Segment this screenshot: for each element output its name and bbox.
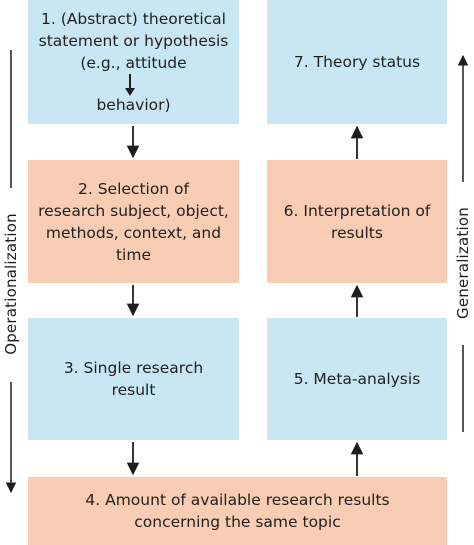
box-3-line-1: 3. Single research	[63, 359, 204, 377]
box-3-single-result: 3. Single research result	[28, 318, 239, 440]
operationalization-label: Operationalization	[2, 213, 20, 355]
box-6-line-2: results	[331, 223, 383, 242]
box-3-line-2: result	[111, 381, 156, 399]
box-1-line-4: behavior)	[96, 96, 171, 114]
box-1-line-2: statement or hypothesis	[38, 32, 229, 50]
box-2-line-4: time	[115, 245, 152, 264]
box-6-line-1: 6. Interpretation of	[283, 201, 431, 220]
box-4-line-2: concerning the same topic	[134, 513, 341, 531]
box-1-line-3: (e.g., attitude	[80, 54, 187, 72]
box-1-theoretical-statement: 1. (Abstract) theoretical statement or h…	[28, 0, 239, 124]
box-7-line-1: 7. Theory status	[293, 53, 421, 71]
box-7-theory-status: 7. Theory status	[267, 0, 447, 124]
box-6-interpretation: 6. Interpretation of results	[267, 160, 447, 283]
generalization-label: Generalization	[454, 207, 472, 319]
box-2-line-1: 2. Selection of	[77, 179, 189, 198]
box-1-inner-arrow-icon	[124, 74, 135, 96]
box-1-line-1: 1. (Abstract) theoretical	[40, 10, 226, 28]
box-4-amount-of-results: 4. Amount of available research results …	[28, 477, 447, 545]
box-2-selection: 2. Selection of research subject, object…	[28, 160, 239, 283]
box-5-meta-analysis: 5. Meta-analysis	[267, 318, 447, 440]
box-2-line-3: methods, context, and	[45, 223, 222, 242]
box-2-line-2: research subject, object,	[38, 201, 229, 220]
box-5-line-1: 5. Meta-analysis	[293, 370, 421, 388]
box-4-line-1: 4. Amount of available research results	[85, 491, 390, 509]
